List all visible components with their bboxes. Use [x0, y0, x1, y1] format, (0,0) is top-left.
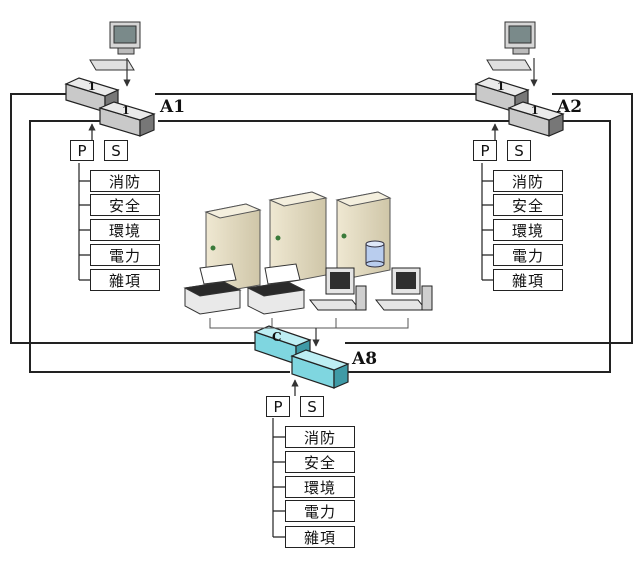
- category-fire-a1: 消防: [90, 170, 160, 192]
- category-environment-a1: 環境: [90, 219, 160, 241]
- node-label-a8: A8: [352, 349, 378, 369]
- category-misc-a8: 雜項: [285, 526, 355, 548]
- switch-mark-a8: C: [272, 330, 282, 344]
- printer-icon-1: [183, 263, 242, 315]
- switch-mark-a2-1: 1: [497, 80, 505, 93]
- category-environment-a2: 環境: [493, 219, 563, 241]
- workstation-icon-1: [308, 267, 367, 311]
- category-power-a8: 電力: [285, 500, 355, 522]
- storage-icon: [365, 240, 385, 268]
- lan-bus: [209, 318, 409, 329]
- ring-outer: [10, 93, 633, 344]
- category-power-a1: 電力: [90, 244, 160, 266]
- workstation-icon-2: [374, 267, 433, 311]
- switch-mark-a2-2: 1: [531, 104, 539, 117]
- switch-mark-a1-2: 1: [122, 104, 130, 117]
- computer-icon-a1: [89, 21, 141, 71]
- switch-mark-a1-1: 1: [88, 80, 96, 93]
- p-box-a2: P: [473, 140, 497, 161]
- category-misc-a1: 雜項: [90, 269, 160, 291]
- computer-icon-a2: [486, 21, 536, 71]
- sensor-tree-a2: [481, 123, 499, 281]
- node-label-a2: A2: [557, 97, 583, 117]
- server-icon-2: [268, 191, 328, 284]
- node-label-a1: A1: [160, 97, 186, 117]
- ring-inner: [29, 120, 611, 373]
- printer-icon-2: [246, 263, 306, 315]
- s-box-a2: S: [507, 140, 531, 161]
- switch-icon-a2: [474, 77, 565, 137]
- s-box-a1: S: [104, 140, 128, 161]
- category-power-a2: 電力: [493, 244, 563, 266]
- category-safety-a2: 安全: [493, 194, 563, 216]
- sensor-tree-a1: [78, 123, 96, 281]
- switch-icon-a8: [253, 325, 350, 389]
- category-misc-a2: 雜項: [493, 269, 563, 291]
- s-box-a8: S: [300, 396, 324, 417]
- category-fire-a2: 消防: [493, 170, 563, 192]
- category-environment-a8: 環境: [285, 476, 355, 498]
- switch-icon-a1: [64, 77, 156, 137]
- category-fire-a8: 消防: [285, 426, 355, 448]
- category-safety-a1: 安全: [90, 194, 160, 216]
- p-box-a8: P: [266, 396, 290, 417]
- category-safety-a8: 安全: [285, 451, 355, 473]
- sensor-tree-a8: [272, 379, 299, 538]
- p-box-a1: P: [70, 140, 94, 161]
